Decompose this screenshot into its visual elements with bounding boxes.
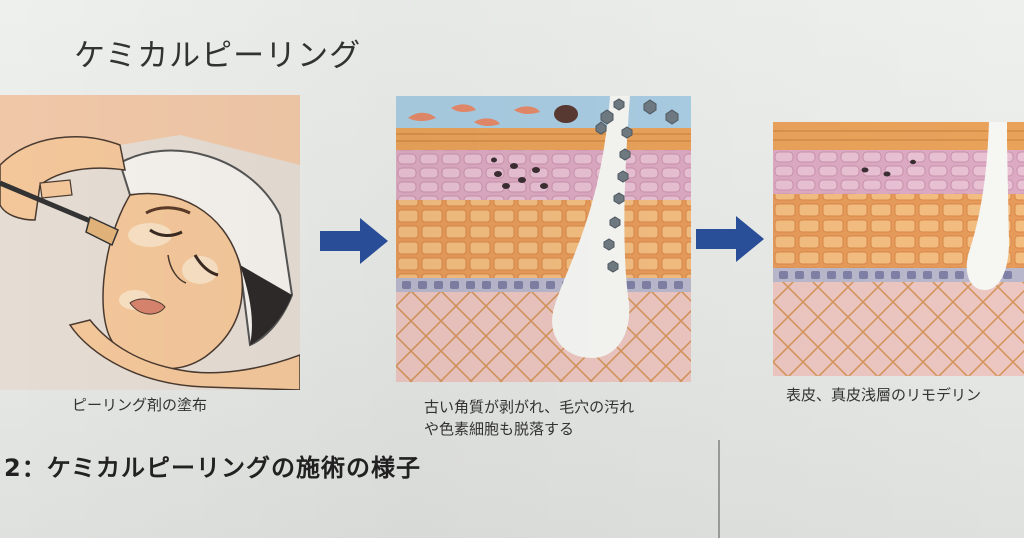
- page-title: ケミカルピーリング: [74, 38, 362, 74]
- face-caption: ピーリング剤の塗布: [72, 396, 208, 414]
- face-illustration: [0, 95, 300, 390]
- peeling-caption-line1: 古い角質が剥がれ、毛穴の汚れ: [424, 398, 635, 416]
- remodel-caption: 表皮、真皮浅層のリモデリン: [786, 386, 982, 404]
- arrow-right-icon: [320, 218, 388, 264]
- column-divider: [718, 440, 720, 538]
- peeling-caption: 古い角質が剥がれ、毛穴の汚れ や色素細胞も脱落する: [424, 396, 634, 440]
- figure-caption: 2：ケミカルピーリングの施術の様子: [4, 454, 421, 482]
- arrow-right-icon: [696, 216, 764, 262]
- skin-remodel-diagram: [773, 122, 1024, 376]
- peeling-caption-line2: や色素細胞も脱落する: [424, 420, 575, 438]
- skin-peeling-diagram: [396, 96, 691, 382]
